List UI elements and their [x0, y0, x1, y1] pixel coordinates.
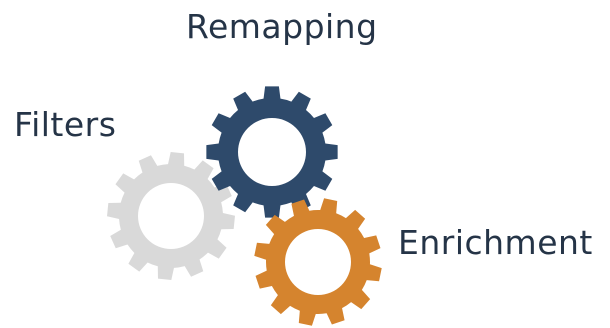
orange-gear-shape — [254, 198, 382, 326]
navy-gear-icon — [206, 86, 338, 218]
filters-label: Filters — [14, 105, 117, 144]
navy-gear-shape — [206, 86, 338, 218]
gray-gear-shape — [107, 152, 235, 280]
enrichment-label: Enrichment — [398, 223, 593, 262]
remapping-label: Remapping — [186, 7, 378, 46]
gray-gear-icon — [107, 152, 235, 280]
orange-gear-icon — [254, 198, 382, 326]
